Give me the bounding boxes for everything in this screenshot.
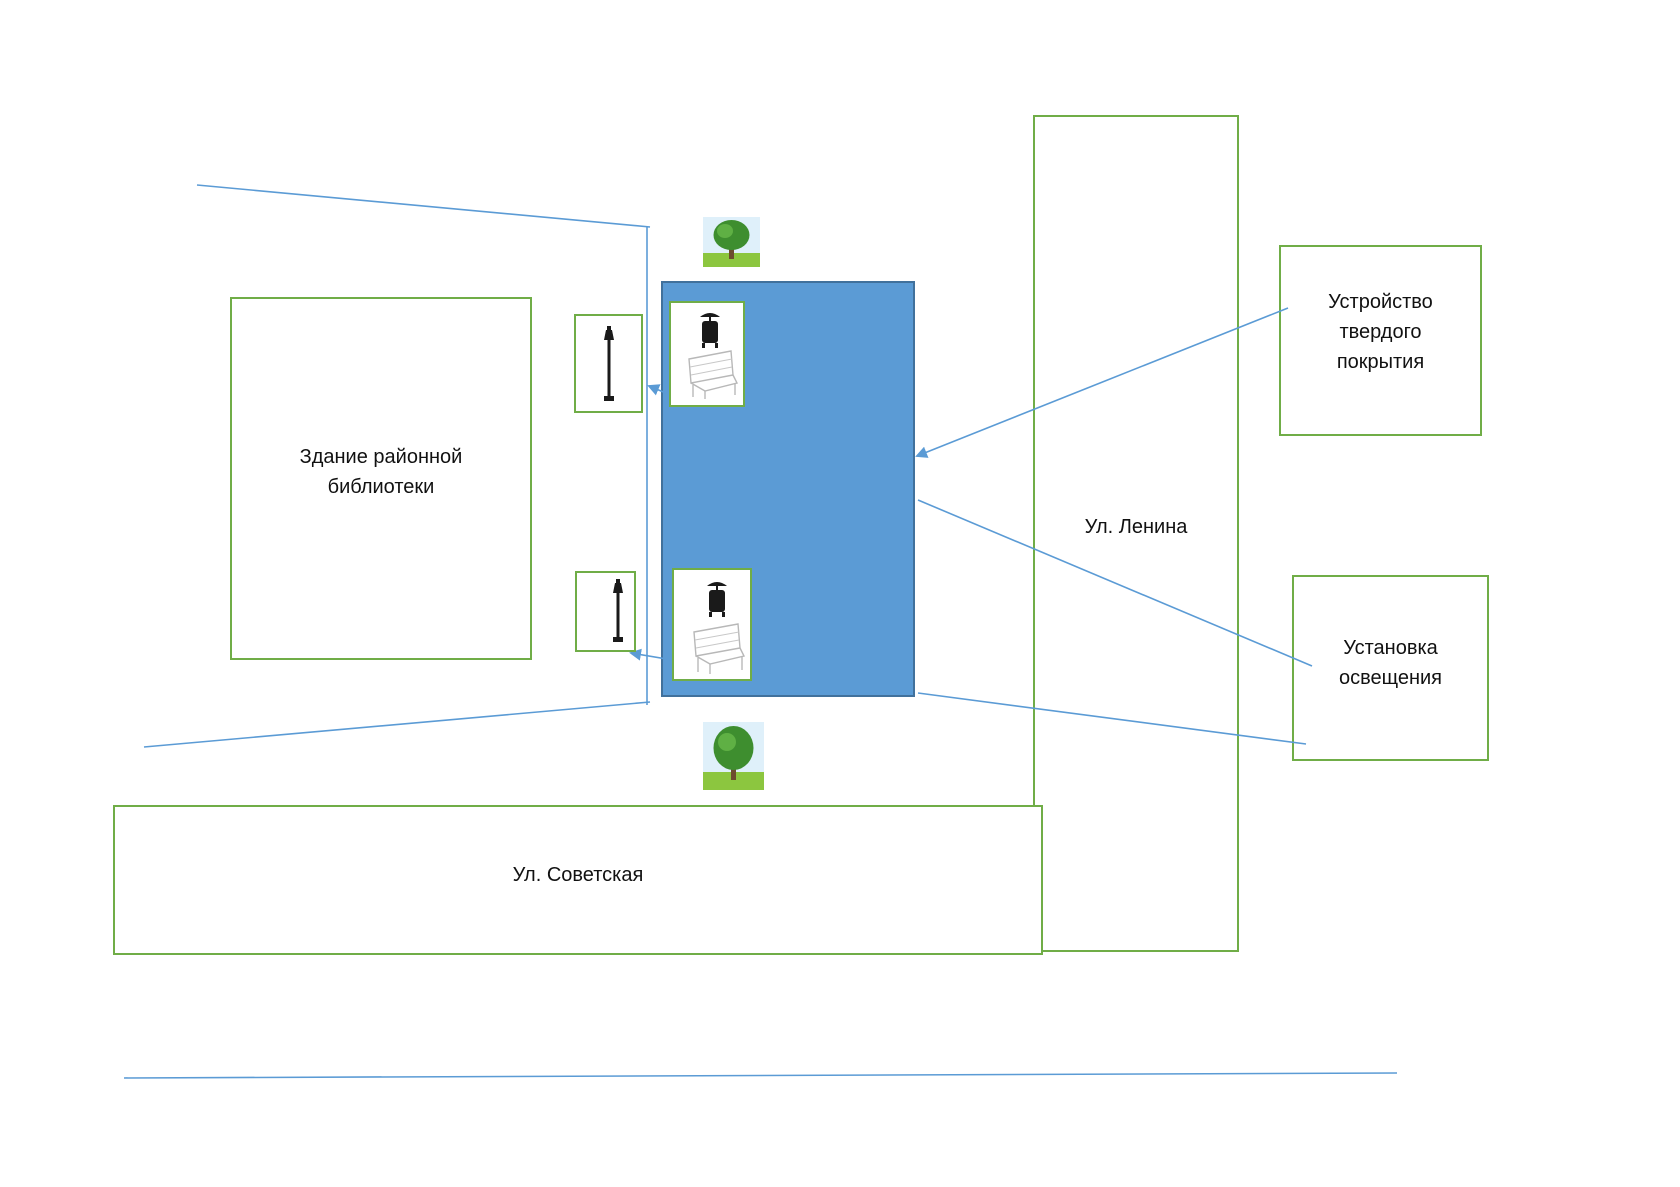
lenina-street: Ул. Ленина bbox=[1033, 115, 1239, 952]
lighting-legend-label: Установка освещения bbox=[1338, 637, 1443, 689]
boundary-line-top bbox=[196, 184, 651, 228]
sovetskaya-street: Ул. Советская bbox=[113, 805, 1043, 955]
paving-arrow bbox=[915, 307, 1289, 458]
library-label: Здание районной библиотеки bbox=[299, 446, 463, 498]
street-lamp-icon bbox=[574, 314, 643, 413]
tree-icon bbox=[703, 722, 764, 790]
trash-bin-icon bbox=[707, 582, 727, 617]
tree-icon bbox=[703, 217, 760, 267]
boundary-line-bottom bbox=[123, 1072, 1398, 1079]
sovetskaya-street-label: Ул. Советская bbox=[512, 864, 644, 886]
paving-legend-label: Устройство твердого покрытия bbox=[1328, 291, 1433, 373]
lighting-connector-lower bbox=[917, 692, 1307, 745]
lenina-street-label: Ул. Ленина bbox=[1084, 516, 1188, 538]
street-lamp-icon bbox=[575, 571, 636, 652]
trash-bin-icon bbox=[700, 313, 720, 348]
bench-bin-group bbox=[669, 301, 745, 407]
lighting-legend-box: Установка освещения bbox=[1292, 575, 1489, 761]
bench-icon bbox=[688, 350, 739, 399]
boundary-line-bottom-left bbox=[143, 701, 651, 748]
library-building: Здание районной библиотеки bbox=[230, 297, 532, 660]
lighting-connector-upper bbox=[917, 499, 1313, 667]
paving-legend-box: Устройство твердого покрытия bbox=[1279, 245, 1482, 436]
bench-icon bbox=[693, 623, 746, 674]
bench-bin-group bbox=[672, 568, 752, 681]
